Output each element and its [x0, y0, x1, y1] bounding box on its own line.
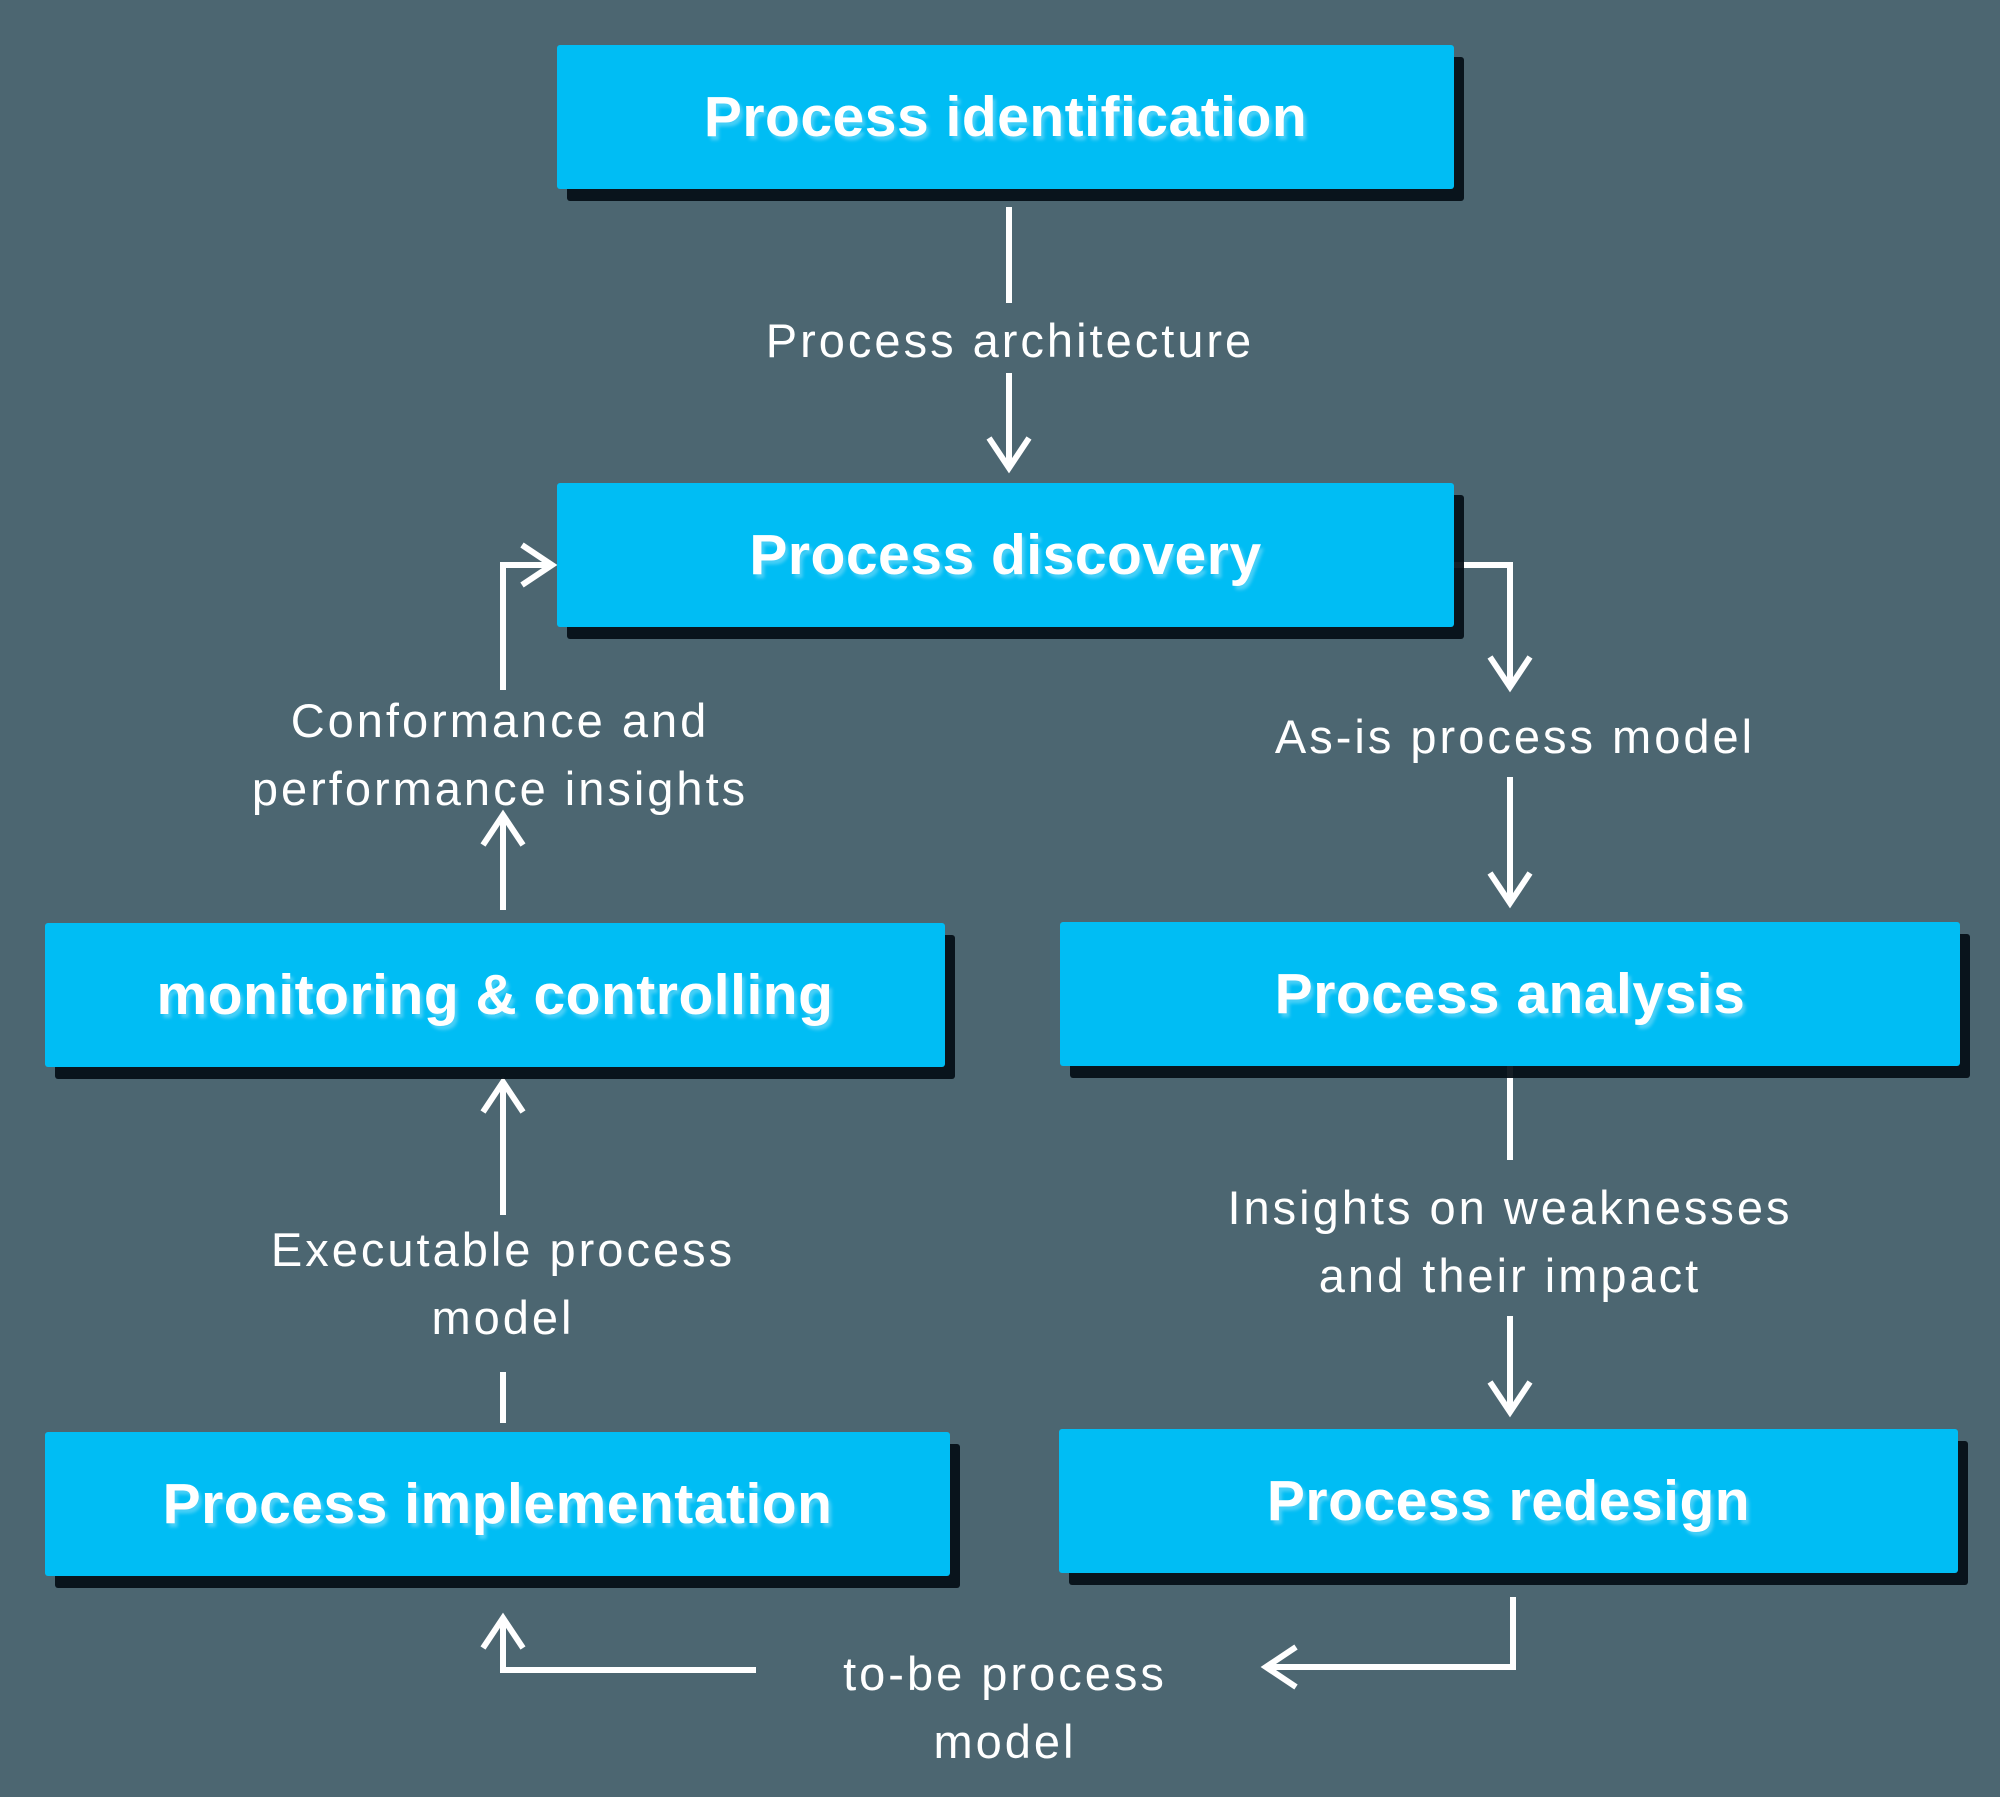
node-label: Process discovery [749, 523, 1262, 587]
node-process-discovery: Process discovery [557, 483, 1454, 627]
node-label: monitoring & controlling [156, 963, 834, 1027]
node-process-redesign: Process redesign [1059, 1429, 1958, 1573]
node-process-analysis: Process analysis [1060, 922, 1960, 1066]
node-process-identification: Process identification [557, 45, 1454, 189]
node-label: Process analysis [1274, 962, 1746, 1026]
edge-label-process-architecture: Process architecture [765, 313, 1255, 367]
edge-label-executable-process-model: Executable process model [270, 1222, 736, 1344]
node-label: Process redesign [1266, 1469, 1751, 1533]
edge-label-conformance-performance-insights: Conformance and performance insights [251, 693, 749, 815]
node-label: Process identification [703, 85, 1308, 149]
edge-label-to-be-process-model: to-be process model [843, 1646, 1167, 1768]
edge-label-as-is-process-model: As-is process model [1274, 709, 1756, 763]
node-label: Process implementation [162, 1472, 833, 1536]
node-monitoring-controlling: monitoring & controlling [45, 923, 945, 1067]
edge-label-insights-on-weaknesses: Insights on weaknesses and their impact [1227, 1180, 1793, 1302]
node-process-implementation: Process implementation [45, 1432, 950, 1576]
